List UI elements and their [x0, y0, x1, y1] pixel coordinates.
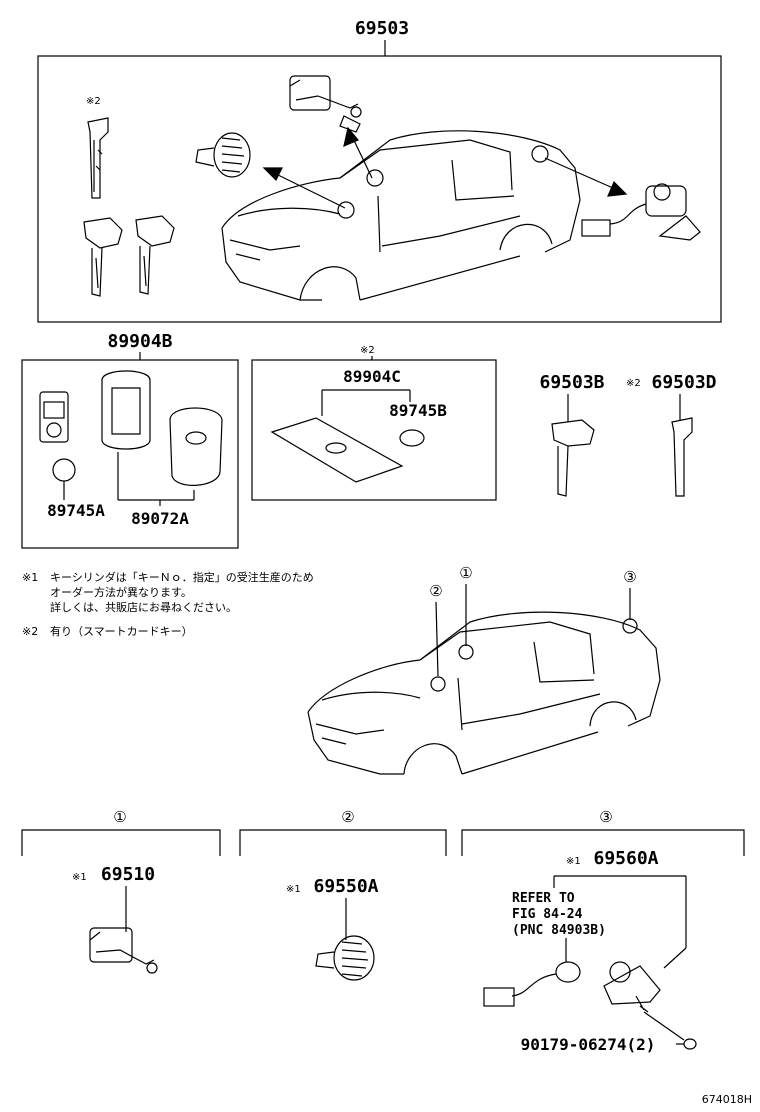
part-69560A-label: 69560A	[593, 848, 658, 869]
assembly-69503-frame	[37, 55, 722, 323]
section-3-bracket	[461, 829, 745, 856]
refer-to-line-1: REFER TO	[512, 891, 575, 906]
part-89745A-label: 89745A	[47, 501, 105, 520]
key-69503D-mark: ※2	[626, 378, 641, 389]
note-1-line-2: オーダー方法が異なります。	[50, 585, 192, 599]
part-89904C-label: 89904C	[343, 367, 401, 386]
note-1-line-3: 詳しくは、共販店にお尋ねください。	[50, 600, 237, 614]
figure-code: 674018H	[702, 1093, 752, 1106]
key-case-89072A-icon	[101, 370, 151, 450]
callout-2-section: ②	[341, 808, 354, 826]
note-1-mark: ※1	[22, 571, 38, 584]
trunk-lock-switch-icon	[483, 961, 581, 1007]
callout-1-section: ①	[113, 808, 126, 826]
part-69503D-label: 69503D	[651, 372, 716, 393]
callout-3-section: ③	[599, 808, 612, 826]
callout-3-top: ③	[623, 568, 636, 586]
card-key-set-frame	[251, 359, 497, 501]
vehicle-outline-middle	[307, 611, 661, 775]
part-69503-label: 69503	[355, 18, 409, 39]
door-cylinder-69550A-icon	[315, 935, 375, 981]
key-69503D-icon	[671, 417, 693, 497]
battery-89745B-icon	[399, 429, 425, 447]
key-blade-inner-icon	[39, 391, 69, 443]
trunk-lock-cylinder-69560A-icon	[603, 961, 661, 1013]
section-2-bracket	[239, 829, 447, 856]
vehicle-outline-top	[221, 130, 581, 301]
part-90179-06274-label: 90179-06274(2)	[521, 1035, 656, 1054]
battery-89745A-icon	[52, 458, 76, 482]
smart-card-key-icon	[270, 417, 404, 483]
key-icon-1	[83, 217, 123, 297]
part-89072A-label: 89072A	[131, 509, 189, 528]
key-blade-mark: ※2	[86, 96, 101, 107]
trunk-lock-icon	[581, 183, 701, 241]
section-1-mark: ※1	[72, 872, 87, 883]
card-key-mark: ※2	[360, 345, 375, 356]
part-69510-label: 69510	[101, 864, 155, 885]
section-2-mark: ※1	[286, 884, 301, 895]
smart-key-set-frame	[21, 359, 239, 549]
section-3-mark: ※1	[566, 856, 581, 867]
callout-1-top: ①	[459, 564, 472, 582]
note-1-line-1: キーシリンダは「キーＮｏ．指定」の受注生産のため	[50, 570, 314, 584]
note-2-line-1: 有り（スマートカードキー）	[50, 624, 193, 638]
key-icon-2	[135, 215, 175, 295]
mechanical-key-blade-icon	[87, 117, 109, 199]
door-lock-cylinder-icon	[195, 132, 251, 178]
note-2-mark: ※2	[22, 625, 38, 638]
part-69550A-label: 69550A	[313, 876, 378, 897]
refer-to-line-2: FIG 84-24	[512, 907, 583, 922]
section-1-bracket	[21, 829, 221, 856]
callout-2-top: ②	[429, 582, 442, 600]
part-89904B-label: 89904B	[107, 331, 172, 352]
part-89745B-label: 89745B	[389, 401, 447, 420]
screw-icon	[683, 1038, 697, 1050]
part-69503B-label: 69503B	[539, 372, 604, 393]
key-69503B-icon	[551, 419, 595, 497]
ignition-switch-69510-icon	[89, 927, 158, 974]
ignition-cylinder-icon	[289, 75, 362, 133]
refer-to-line-3: (PNC 84903B)	[512, 923, 606, 938]
smart-key-fob-icon	[169, 407, 223, 486]
